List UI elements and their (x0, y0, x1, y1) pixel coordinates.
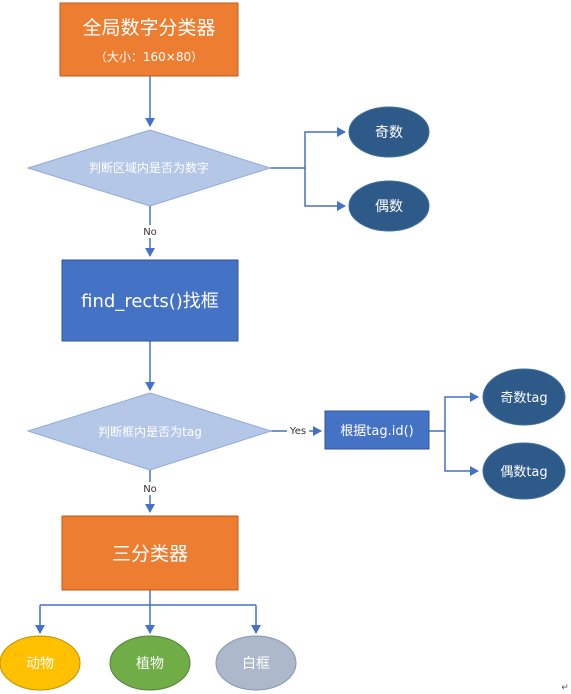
animal-label: 动物 (26, 656, 54, 672)
global-classifier-size: （大小：160×80） (95, 50, 203, 64)
node-animal: 动物 (0, 635, 81, 691)
arrow-check-to-odd (270, 127, 346, 169)
global-classifier-title: 全局数字分类器 (82, 17, 215, 39)
edge-label-no-1: No (143, 227, 157, 238)
node-even-tag: 偶数tag (482, 442, 566, 500)
node-find-rects: find_rects()找框 (61, 259, 239, 342)
three-classifier-label: 三分类器 (112, 543, 188, 565)
arrow-tagid-to-eventag (444, 431, 479, 476)
node-three-classifier: 三分类器 (61, 515, 239, 591)
edge-label-no-2: No (143, 484, 157, 495)
arrow-tagid-to-oddtag (429, 392, 479, 432)
node-global-classifier: 全局数字分类器 （大小：160×80） (59, 2, 239, 77)
arrow-check-to-even (304, 168, 346, 211)
odd-label: 奇数 (375, 124, 403, 141)
node-odd: 奇数 (348, 106, 430, 158)
node-odd-tag: 奇数tag (482, 368, 566, 426)
white-box-label: 白框 (242, 656, 270, 672)
odd-tag-label: 奇数tag (500, 390, 547, 406)
even-label: 偶数 (375, 199, 403, 215)
by-tag-id-label: 根据tag.id() (340, 424, 413, 439)
check-digit-region-label: 判断区域内是否为数字 (89, 160, 209, 175)
edge-label-yes: Yes (289, 426, 306, 437)
node-check-tag: 判断框内是否为tag (26, 392, 273, 471)
node-white-box: 白框 (215, 635, 297, 691)
node-plant: 植物 (109, 635, 191, 691)
check-tag-label: 判断框内是否为tag (98, 424, 202, 439)
find-rects-label: find_rects()找框 (81, 291, 219, 312)
paragraph-mark-icon: ↵ (561, 683, 569, 693)
node-even: 偶数 (348, 180, 430, 232)
even-tag-label: 偶数tag (500, 465, 547, 480)
node-by-tag-id: 根据tag.id() (324, 410, 430, 450)
plant-label: 植物 (136, 656, 164, 672)
node-check-digit-region: 判断区域内是否为数字 (26, 129, 272, 207)
